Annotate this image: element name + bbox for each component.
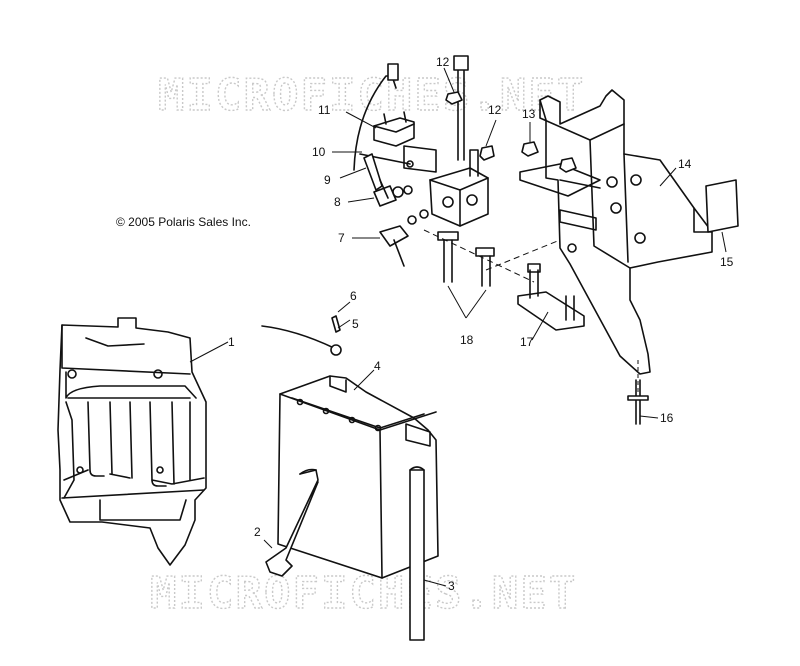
battery-strap [265, 468, 319, 577]
watermark-top: MICROFICHES.NET [158, 70, 585, 121]
battery [277, 375, 439, 579]
battery-tray [57, 317, 207, 566]
push-pin [627, 360, 649, 425]
callout-10: 10 [312, 145, 326, 159]
callout-16: 16 [660, 411, 674, 425]
callout-13: 13 [522, 107, 536, 121]
callout-12b: 12 [488, 103, 502, 117]
lower-bracket [517, 263, 585, 331]
callout-4: 4 [374, 359, 381, 373]
warning-label [705, 179, 739, 233]
callout-14: 14 [678, 157, 692, 171]
ground-cable [261, 315, 342, 356]
callout-17: 17 [520, 335, 534, 349]
callout-18: 18 [460, 333, 474, 347]
callout-2: 2 [254, 525, 261, 539]
callout-8: 8 [334, 195, 341, 209]
vent-tube [409, 466, 425, 641]
callout-9: 9 [324, 173, 331, 187]
relay-assembly [353, 55, 495, 287]
watermark-bottom: MICROFICHES.NET [150, 568, 577, 619]
callout-5: 5 [352, 317, 359, 331]
callout-12a: 12 [436, 55, 450, 69]
mounting-bracket [519, 89, 713, 375]
callout-6: 6 [350, 289, 357, 303]
callout-11: 11 [318, 103, 331, 117]
callout-1: 1 [228, 335, 235, 349]
copyright-text: © 2005 Polaris Sales Inc. [116, 215, 251, 229]
callout-15: 15 [720, 255, 734, 269]
callout-3: 3 [448, 579, 455, 593]
callout-7: 7 [338, 231, 345, 245]
